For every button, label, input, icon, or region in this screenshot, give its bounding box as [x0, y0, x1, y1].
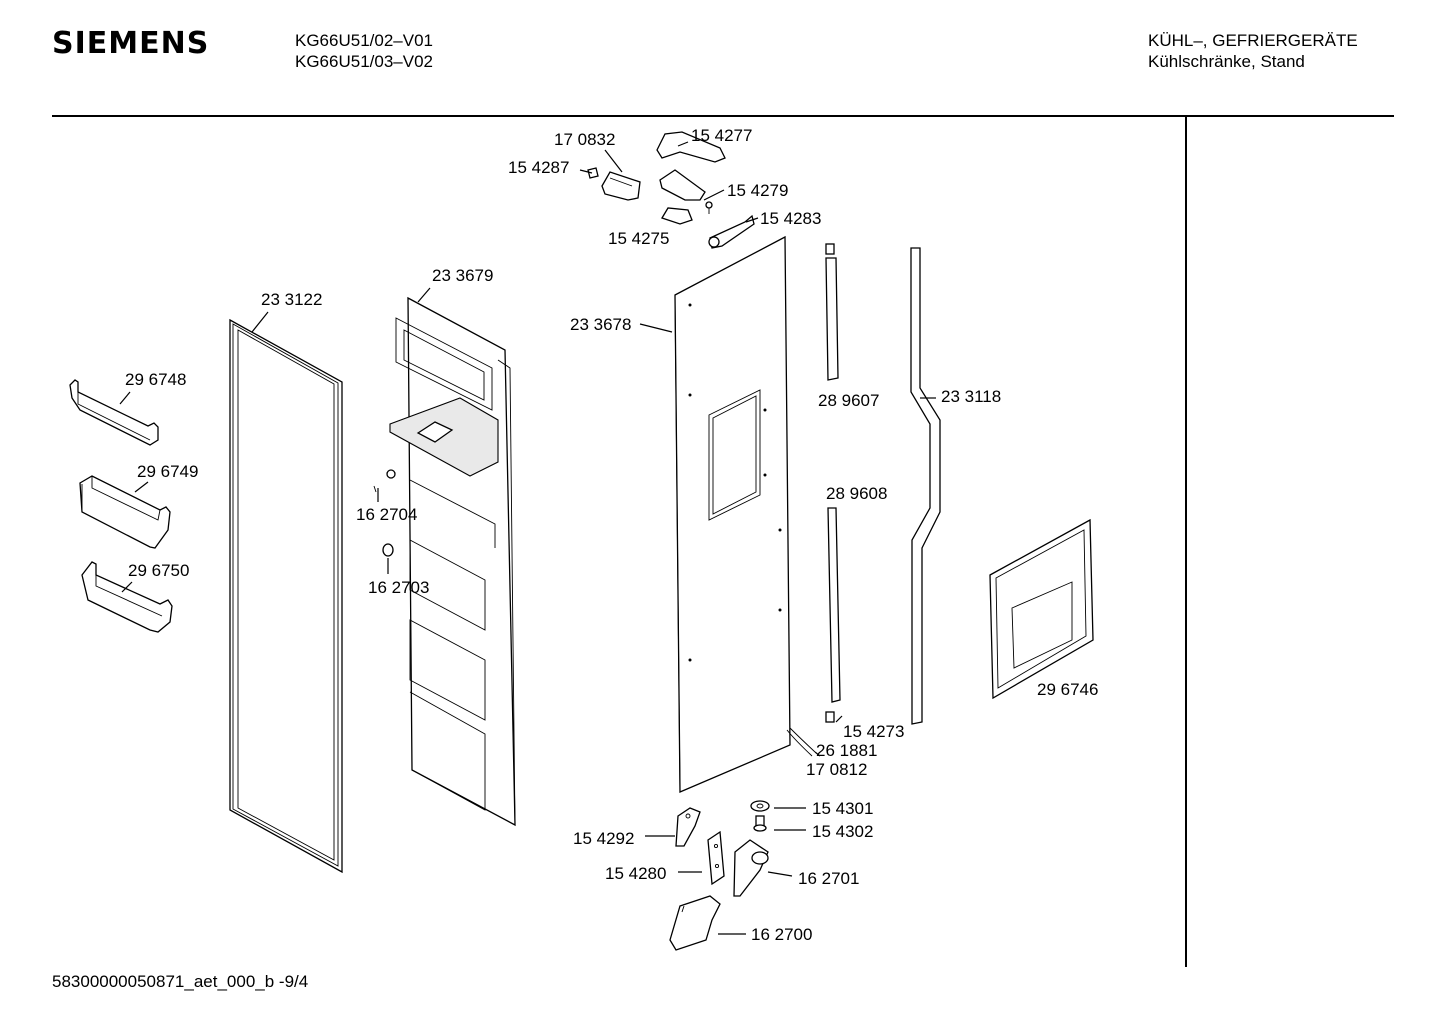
label-233122: 23 3122 [261, 290, 322, 309]
category: KÜHL–, GEFRIERGERÄTE Kühlschränke, Stand [1148, 30, 1358, 72]
label-162700: 16 2700 [751, 925, 812, 944]
label-162704: 16 2704 [356, 505, 417, 524]
shim-154275 [661, 207, 693, 225]
dispenser-frame-296746 [989, 518, 1094, 700]
door-handle-233118 [910, 247, 941, 725]
label-233118: 23 3118 [941, 387, 1001, 406]
category-line-1: KÜHL–, GEFRIERGERÄTE [1148, 31, 1358, 50]
washer-154301 [750, 800, 770, 812]
screw-162704 [373, 469, 396, 493]
plate-154280 [707, 830, 725, 886]
brand-logo: SIEMENS [52, 26, 210, 61]
hinge-cover-154277 [656, 131, 726, 163]
label-154283: 15 4283 [760, 209, 821, 228]
door-shelf-296750 [81, 561, 173, 633]
model-numbers: KG66U51/02–V01 KG66U51/03–V02 [295, 30, 433, 72]
label-233679: 23 3679 [432, 266, 493, 285]
hinge-bracket-170832 [601, 171, 641, 201]
inner-door-liner-233679 [389, 296, 516, 827]
label-233678: 23 3678 [570, 315, 631, 334]
label-162701: 16 2701 [798, 869, 859, 888]
label-170832: 17 0832 [554, 130, 615, 149]
label-154280: 15 4280 [605, 864, 666, 883]
label-154302: 15 4302 [812, 822, 873, 841]
bracket-154292 [675, 807, 701, 847]
label-154275: 15 4275 [608, 229, 669, 248]
outer-door-panel-233678 [674, 235, 791, 793]
door-gasket-233122 [229, 318, 343, 874]
cap-162703 [382, 543, 394, 557]
document-id: 58300000050871_aet_000_b -9/4 [52, 972, 309, 991]
label-296748: 29 6748 [125, 370, 186, 389]
model-line-1: KG66U51/02–V01 [295, 31, 433, 50]
hinge-pin-154302 [753, 815, 767, 832]
label-296749: 29 6749 [137, 462, 198, 481]
category-line-2: Kühlschränke, Stand [1148, 52, 1305, 71]
label-170812: 17 0812 [806, 760, 867, 779]
door-shelf-296749 [79, 475, 171, 549]
handle-strip-289607 [825, 243, 839, 381]
label-296746: 29 6746 [1037, 680, 1098, 699]
cable-261881 [786, 727, 816, 757]
hinge-162701 [733, 839, 769, 897]
label-289607: 28 9607 [818, 391, 879, 410]
header-divider [52, 115, 1394, 117]
clip-154287 [587, 167, 599, 179]
label-261881: 26 1881 [816, 741, 877, 760]
hinge-cover-162700 [669, 895, 721, 951]
label-154292: 15 4292 [573, 829, 634, 848]
label-154279: 15 4279 [727, 181, 788, 200]
label-154301: 15 4301 [812, 799, 873, 818]
label-154277: 15 4277 [691, 126, 752, 145]
label-162703: 16 2703 [368, 578, 429, 597]
vertical-divider [1185, 117, 1187, 967]
label-154287: 15 4287 [508, 158, 569, 177]
handle-strip-289608 [825, 507, 841, 723]
leader-lines [119, 141, 936, 935]
hinge-plate-154279 [659, 169, 713, 214]
label-289608: 28 9608 [826, 484, 887, 503]
door-shelf-296748 [69, 379, 159, 446]
label-154273: 15 4273 [843, 722, 904, 741]
model-line-2: KG66U51/03–V02 [295, 52, 433, 71]
label-296750: 29 6750 [128, 561, 189, 580]
hinge-pin-154283 [708, 214, 755, 249]
